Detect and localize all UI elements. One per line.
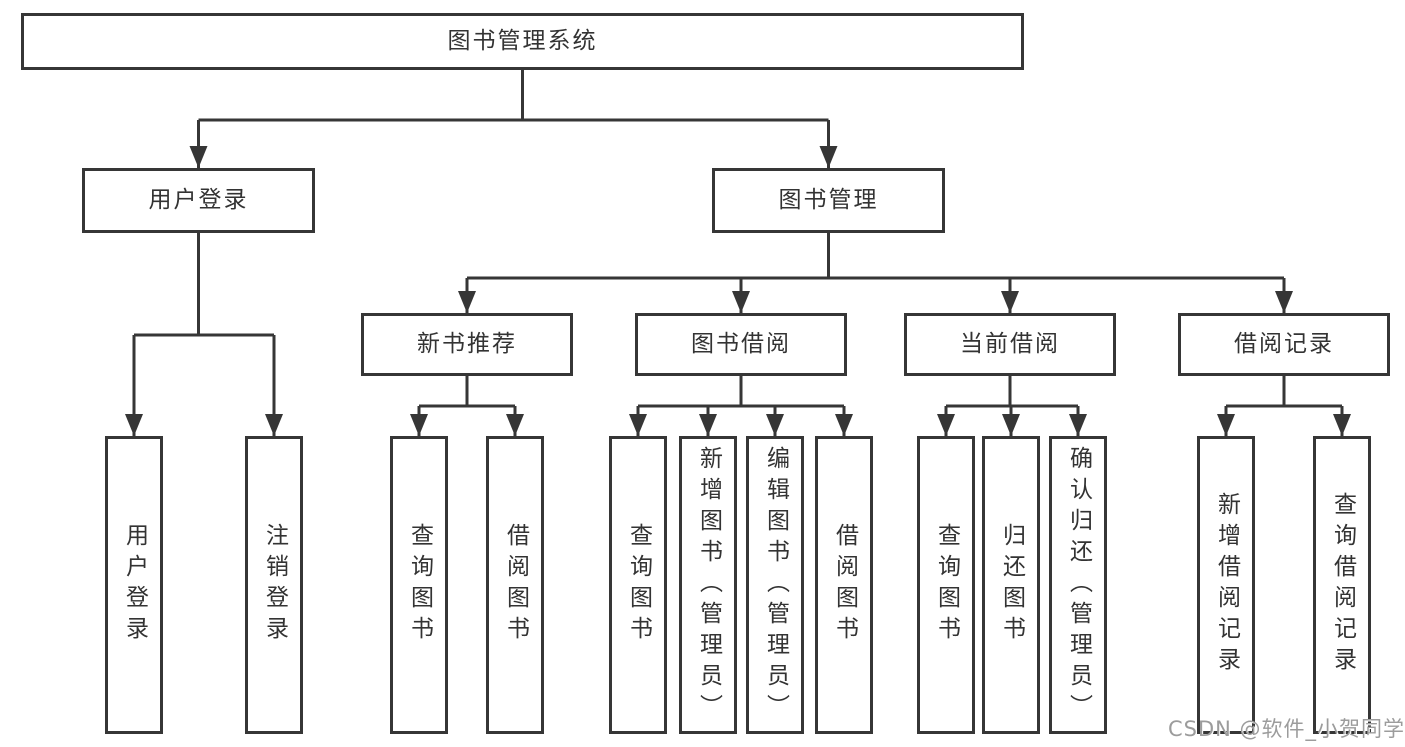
node-label: 新书推荐 — [417, 331, 517, 357]
leaf-label: 查询图书 — [933, 523, 960, 647]
leaf-query-books: 查询图书 — [390, 436, 448, 734]
node-new-book-recommend: 新书推荐 — [361, 313, 573, 376]
leaf-label: 查询图书 — [625, 523, 652, 647]
leaf-label: 编辑图书（管理员） — [762, 445, 789, 725]
leaf-borrow-books: 借阅图书 — [815, 436, 873, 734]
node-label: 图书管理系统 — [447, 28, 598, 54]
leaf-query-borrow-record: 查询借阅记录 — [1313, 436, 1371, 734]
leaf-label: 新增借阅记录 — [1213, 492, 1240, 678]
node-label: 当前借阅 — [960, 331, 1060, 357]
node-label: 图书管理 — [778, 187, 879, 213]
leaf-label: 查询图书 — [406, 523, 433, 647]
leaf-query-books: 查询图书 — [917, 436, 975, 734]
connector-group — [125, 70, 1351, 436]
node-label: 借阅记录 — [1234, 331, 1334, 357]
node-borrowing-records: 借阅记录 — [1178, 313, 1390, 376]
node-current-borrowing: 当前借阅 — [904, 313, 1116, 376]
leaf-label: 查询借阅记录 — [1329, 492, 1356, 678]
node-user-login: 用户登录 — [82, 168, 315, 233]
leaf-return-books: 归还图书 — [982, 436, 1040, 734]
node-label: 图书借阅 — [691, 331, 791, 357]
leaf-query-books: 查询图书 — [609, 436, 667, 734]
leaf-borrow-books: 借阅图书 — [486, 436, 544, 734]
leaf-add-borrow-record: 新增借阅记录 — [1197, 436, 1255, 734]
leaf-label: 借阅图书 — [831, 523, 858, 647]
leaf-label: 借阅图书 — [502, 523, 529, 647]
leaf-add-books-admin: 新增图书（管理员） — [679, 436, 737, 734]
leaf-label: 用户登录 — [121, 523, 148, 647]
node-library-management-system: 图书管理系统 — [21, 13, 1024, 70]
node-book-management: 图书管理 — [712, 168, 945, 233]
leaf-user-login: 用户登录 — [105, 436, 163, 734]
leaf-edit-books-admin: 编辑图书（管理员） — [746, 436, 804, 734]
leaf-confirm-return-admin: 确认归还（管理员） — [1049, 436, 1107, 734]
leaf-label: 新增图书（管理员） — [695, 445, 722, 725]
leaf-label: 归还图书 — [998, 523, 1025, 647]
leaf-label: 确认归还（管理员） — [1065, 445, 1092, 725]
node-label: 用户登录 — [148, 187, 249, 213]
leaf-logout: 注销登录 — [245, 436, 303, 734]
leaf-label: 注销登录 — [261, 523, 288, 647]
node-book-borrowing: 图书借阅 — [635, 313, 847, 376]
csdn-watermark: CSDN @软件_小贺同学 — [1168, 717, 1405, 741]
